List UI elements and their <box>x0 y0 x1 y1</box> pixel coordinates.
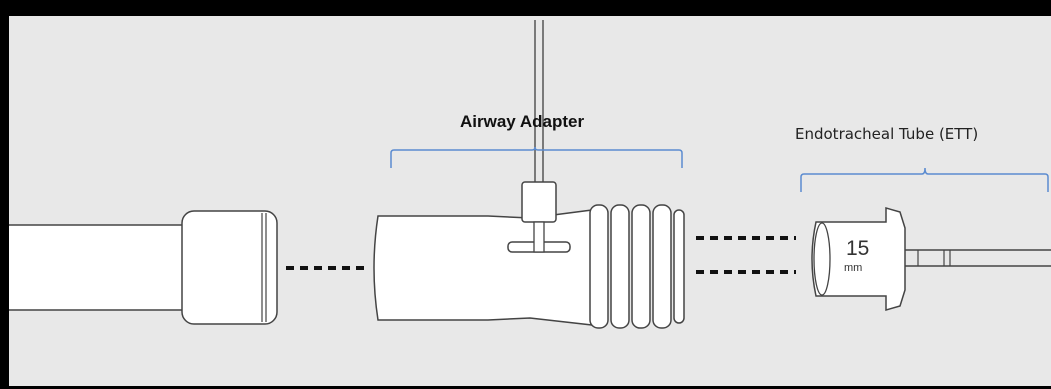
airway-adapter-label: Airway Adapter <box>460 112 584 131</box>
breathing-circuit-tube <box>9 210 278 325</box>
ett-size-number: 15 <box>846 237 869 260</box>
connection-dashes <box>286 236 796 274</box>
sampling-line <box>534 20 544 185</box>
ett-connector: 15 mm <box>811 207 1051 311</box>
airway-adapter-bracket <box>390 146 683 168</box>
airway-adapter <box>373 181 685 329</box>
ett-bracket <box>800 167 1049 192</box>
ett-size-unit: mm <box>844 262 862 274</box>
ett-label: Endotracheal Tube (ETT) <box>795 125 978 143</box>
